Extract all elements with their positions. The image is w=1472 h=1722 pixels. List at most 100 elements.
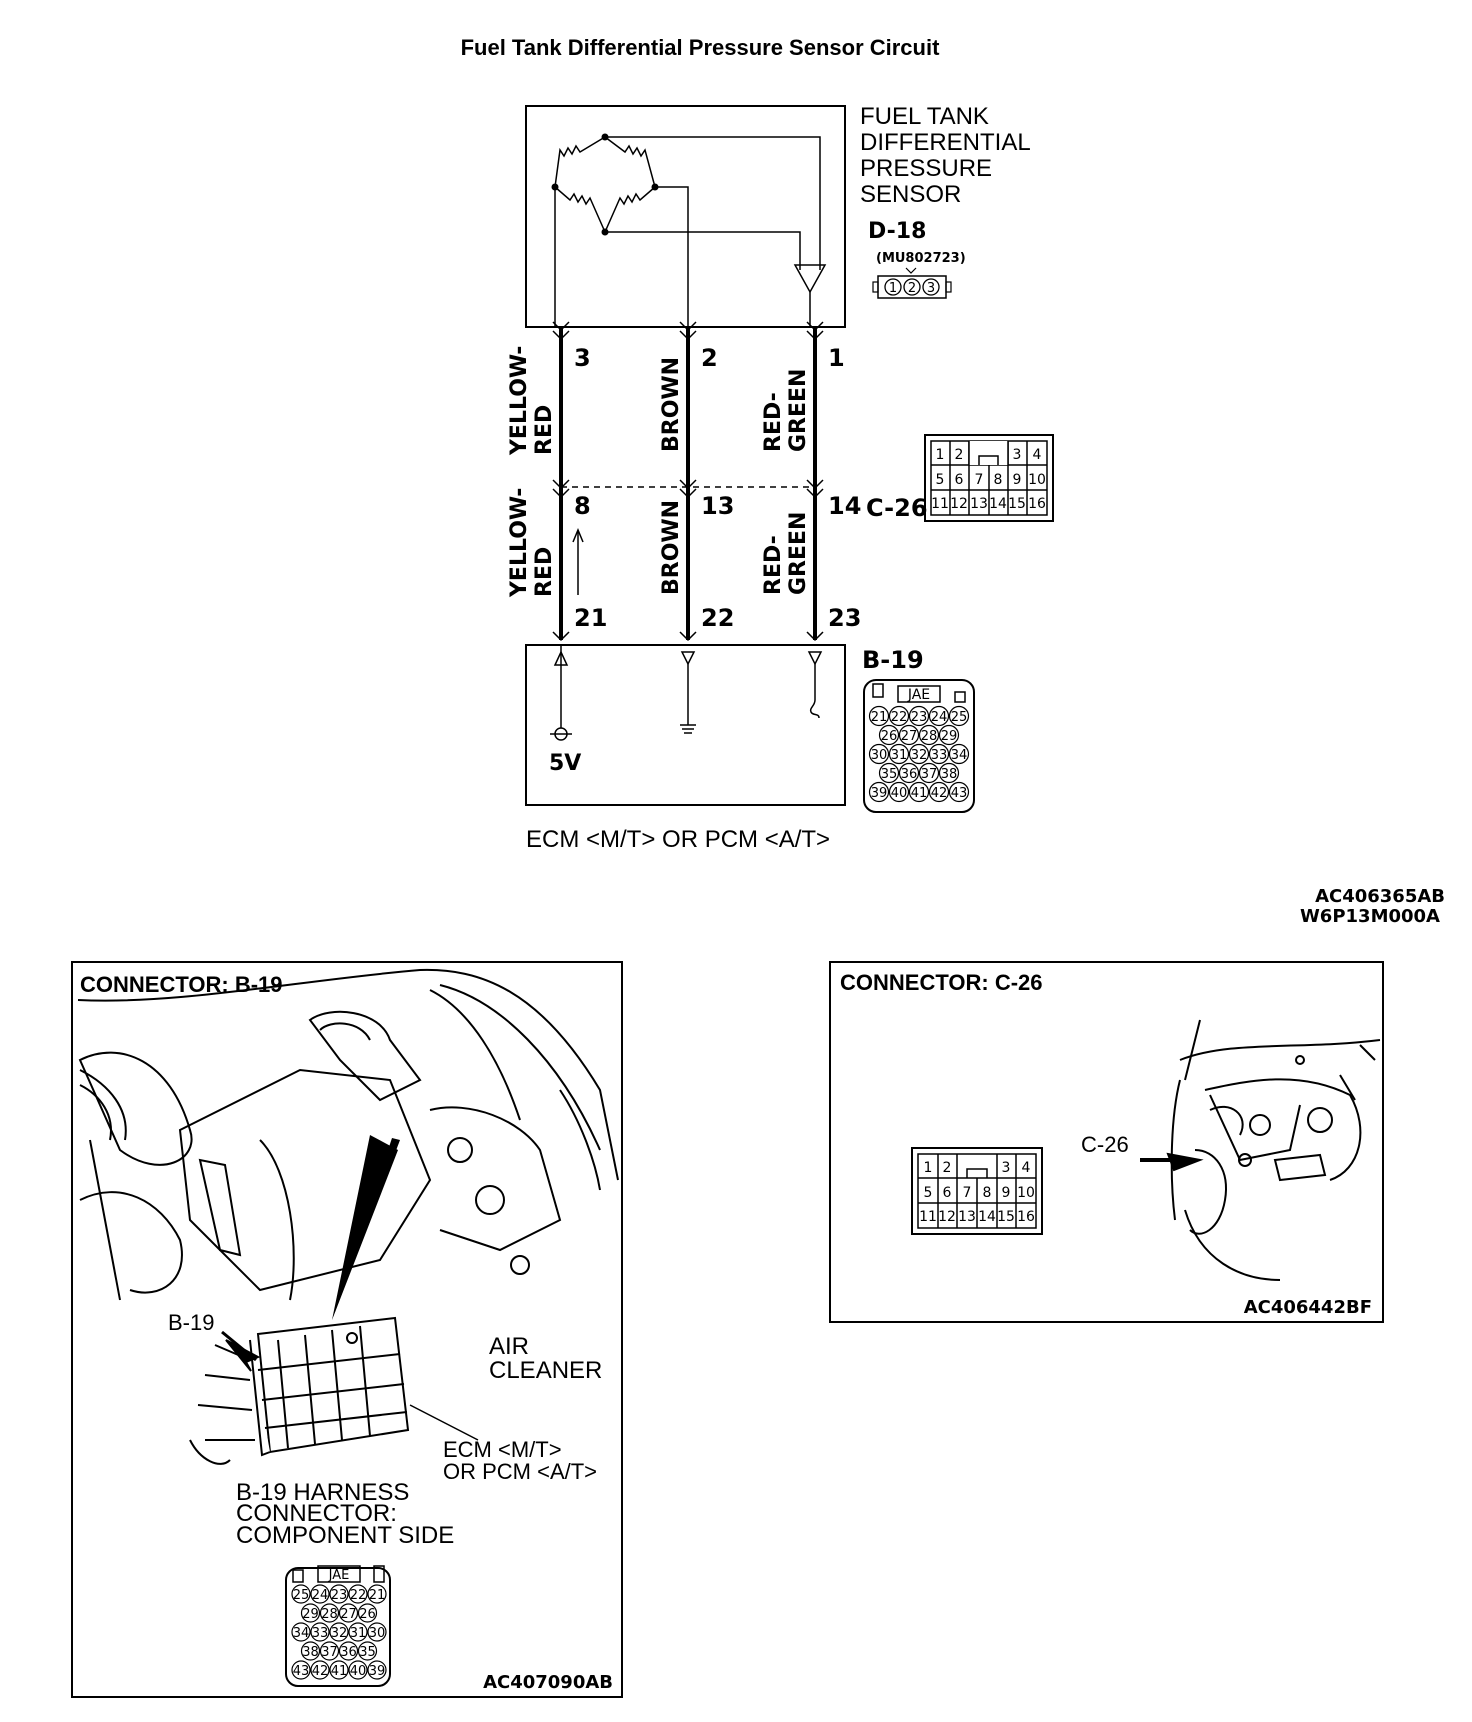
connector-b19-diagram-top <box>863 679 975 813</box>
engine-bay-illustration <box>77 968 619 1301</box>
left-harness-1: B-19 HARNESS <box>236 1479 409 1506</box>
b19-component-pin-41-ring <box>329 1660 349 1680</box>
ecm-box <box>525 644 846 806</box>
b19-top-pin-26-ring <box>878 724 900 746</box>
left-air-cleaner-2: CLEANER <box>489 1357 602 1384</box>
bridge-circuit <box>554 136 827 327</box>
c26-top-pin-15: 15 <box>1008 496 1026 512</box>
wire-color-lower-3a: RED- <box>761 535 786 595</box>
b19-component-pin-28: 28 <box>321 1607 338 1622</box>
wire-color-upper-2a: BROWN <box>659 357 684 452</box>
pin-mid-8: 8 <box>574 492 591 520</box>
b19-top-pin-40-ring <box>888 781 910 803</box>
left-air-cleaner-1: AIR <box>489 1333 529 1360</box>
b19-top-pin-39: 39 <box>871 786 888 801</box>
c26-panel-pin-8: 8 <box>983 1185 992 1201</box>
connector-b19-id: B-19 <box>862 646 924 674</box>
right-panel-title: CONNECTOR: C-26 <box>840 970 1043 995</box>
connector-c26-diagram-top <box>924 434 1054 522</box>
wire-color-lower-1a: YELLOW- <box>507 488 532 598</box>
c26-top-pin-5: 5 <box>936 472 945 488</box>
right-panel-code: AC406442BF <box>1244 1297 1372 1318</box>
b19-component-pin-35-ring <box>357 1641 378 1661</box>
b19-top-pin-41-ring <box>908 781 930 803</box>
pin-mid-14: 14 <box>828 492 861 520</box>
b19-component-pin-23-ring <box>329 1584 349 1604</box>
connector-d18-id: D-18 <box>868 219 926 244</box>
c26-top-pin-14: 14 <box>989 496 1007 512</box>
ecm-internal <box>550 645 823 741</box>
b19-component-pin-30: 30 <box>369 1626 386 1641</box>
wire-color-lower-3b: GREEN <box>786 512 811 595</box>
connector-c26-diagram-panel <box>911 1147 1043 1235</box>
c26-top-pin-4: 4 <box>1033 447 1042 463</box>
b19-component-pin-24-ring <box>310 1584 330 1604</box>
signal-arrow <box>572 528 584 595</box>
connector-d18-part: (MU802723) <box>876 251 966 266</box>
c26-top-pin-6: 6 <box>955 472 964 488</box>
left-callout-b19: B-19 <box>168 1310 214 1335</box>
b19-top-pin-28: 28 <box>921 729 938 744</box>
c26-top-pin-13: 13 <box>970 496 988 512</box>
b19-component-pin-27: 27 <box>340 1607 357 1622</box>
ecm-voltage: 5V <box>549 751 581 776</box>
c26-panel-pin-15: 15 <box>997 1209 1015 1225</box>
b19-component-pin-35: 35 <box>359 1645 376 1660</box>
b19-top-pin-36-ring <box>898 762 920 784</box>
b19-component-pin-28-ring <box>319 1603 340 1623</box>
b19-top-pin-27-ring <box>898 724 920 746</box>
b19-top-pin-30: 30 <box>871 748 888 763</box>
code-main-2: W6P13M000A <box>1300 906 1440 927</box>
b19-component-pin-43: 43 <box>293 1664 310 1679</box>
b19-component-pin-34-ring <box>291 1622 311 1642</box>
c26-panel-pin-2: 2 <box>943 1160 952 1176</box>
d18-pin-1: 1 <box>889 281 897 296</box>
b19-top-pin-35: 35 <box>881 767 898 782</box>
ecm-label: ECM <M/T> OR PCM <A/T> <box>526 826 830 853</box>
c26-panel-pin-9: 9 <box>1002 1185 1011 1201</box>
b19-component-pin-27-ring <box>338 1603 359 1623</box>
b19-component-pin-37-ring <box>319 1641 340 1661</box>
pin-bottom-22: 22 <box>701 604 734 632</box>
c26-top-pin-11: 11 <box>931 496 949 512</box>
sensor-label-3: PRESSURE <box>860 155 992 182</box>
b19-top-pin-43-ring <box>948 781 970 803</box>
b19-top-pin-31-ring <box>888 743 910 765</box>
b19-top-pin-25: 25 <box>951 710 968 725</box>
right-callout-c26: C-26 <box>1081 1132 1129 1157</box>
c26-top-pin-2: 2 <box>955 447 964 463</box>
b19-top-pin-22: 22 <box>891 710 908 725</box>
b19-component-pin-36-ring <box>338 1641 359 1661</box>
wire-color-upper-3b: GREEN <box>786 369 811 452</box>
b19-component-pin-29-ring <box>300 1603 321 1623</box>
left-ecm-1: ECM <M/T> <box>443 1437 562 1462</box>
ecm-leader-line <box>409 1404 479 1441</box>
b19-top-pin-38-ring <box>938 762 960 784</box>
b19-top-pin-31: 31 <box>891 748 908 763</box>
b19-component-pin-23: 23 <box>331 1588 348 1603</box>
c26-top-pin-16: 16 <box>1028 496 1046 512</box>
connector-d18-diagram <box>872 267 952 299</box>
b19-top-pin-35-ring <box>878 762 900 784</box>
b19-component-pin-39-ring <box>367 1660 387 1680</box>
b19-top-pin-32-ring <box>908 743 930 765</box>
c26-top-pin-1: 1 <box>936 447 945 463</box>
pin-top-1: 1 <box>828 344 845 372</box>
c26-panel-pin-1: 1 <box>924 1160 933 1176</box>
b19-top-brand: JAE <box>907 687 930 703</box>
b19-top-pin-36: 36 <box>901 767 918 782</box>
b19-component-pin-29: 29 <box>302 1607 319 1622</box>
b19-top-pin-30-ring <box>868 743 890 765</box>
wire-yellow-red <box>552 321 570 642</box>
b19-top-pin-42-ring <box>928 781 950 803</box>
c26-top-pin-10: 10 <box>1028 472 1046 488</box>
connector-b19-diagram-component <box>285 1565 391 1687</box>
sensor-box <box>525 105 846 328</box>
b19-top-pin-26: 26 <box>881 729 898 744</box>
c26-panel-pin-7: 7 <box>963 1185 972 1201</box>
b19-component-pin-22: 22 <box>350 1588 367 1603</box>
wire-color-upper-3a: RED- <box>761 392 786 452</box>
